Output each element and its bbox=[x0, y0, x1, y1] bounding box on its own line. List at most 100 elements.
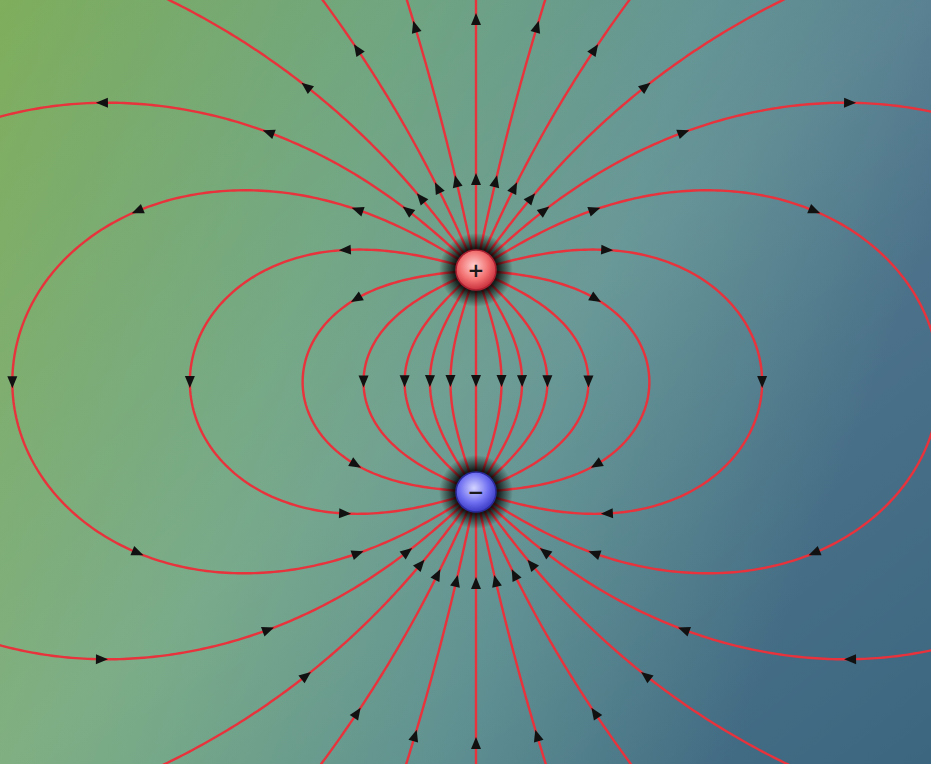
field-arrow bbox=[400, 375, 410, 387]
field-arrow bbox=[339, 245, 352, 256]
field-arrow bbox=[130, 546, 145, 560]
open-field-line bbox=[491, 506, 931, 659]
charge-halo bbox=[439, 455, 513, 529]
field-arrow bbox=[400, 203, 416, 218]
field-arrow bbox=[130, 204, 145, 218]
field-arrow bbox=[350, 203, 365, 216]
charge-body bbox=[456, 472, 496, 512]
field-arrow bbox=[844, 98, 856, 108]
open-field-line bbox=[480, 0, 564, 249]
field-arrow bbox=[339, 508, 351, 519]
open-field-line bbox=[488, 509, 931, 764]
open-field-line bbox=[0, 103, 461, 256]
field-arrow bbox=[351, 547, 366, 560]
field-arrow bbox=[587, 547, 602, 560]
field-arrow bbox=[583, 375, 593, 387]
field-arrow bbox=[359, 375, 369, 387]
field-arrow bbox=[587, 42, 602, 58]
charge-sign: + bbox=[468, 260, 485, 280]
field-line bbox=[496, 250, 762, 514]
field-arrow bbox=[507, 567, 521, 582]
open-field-line bbox=[0, 0, 464, 253]
field-line bbox=[430, 288, 465, 474]
field-line bbox=[12, 190, 458, 573]
field-arrow bbox=[542, 375, 552, 387]
field-line bbox=[487, 288, 522, 474]
open-field-line bbox=[475, 0, 477, 249]
field-arrow bbox=[261, 126, 276, 140]
field-line bbox=[482, 290, 501, 472]
field-line bbox=[497, 272, 649, 491]
open-field-line bbox=[275, 0, 468, 251]
open-field-line bbox=[491, 103, 931, 256]
field-arrow bbox=[350, 705, 365, 721]
field-arrow bbox=[413, 190, 428, 206]
positive-charge: + bbox=[455, 249, 497, 291]
field-arrow bbox=[587, 705, 602, 721]
field-arrow bbox=[676, 126, 691, 140]
field-arrow bbox=[531, 19, 544, 33]
field-arrow bbox=[844, 654, 856, 664]
field-line bbox=[450, 290, 469, 472]
field-arrow bbox=[185, 376, 195, 388]
field-line bbox=[491, 285, 547, 478]
field-line bbox=[495, 279, 588, 484]
field-arrow bbox=[757, 376, 767, 388]
field-arrow bbox=[450, 174, 462, 188]
open-field-line bbox=[485, 0, 678, 251]
field-arrow bbox=[298, 668, 314, 683]
open-field-line bbox=[387, 513, 471, 764]
field-arrow bbox=[298, 79, 314, 94]
field-arrow bbox=[638, 668, 654, 683]
open-field-line bbox=[475, 513, 477, 764]
closed-field-lines bbox=[12, 190, 931, 573]
field-arrow bbox=[587, 203, 602, 216]
charge-sign: − bbox=[468, 482, 485, 502]
field-arrow bbox=[471, 737, 481, 749]
field-arrow bbox=[425, 375, 435, 387]
field-arrow bbox=[531, 728, 544, 742]
field-arrow bbox=[408, 19, 421, 33]
field-arrow bbox=[588, 457, 603, 472]
field-line bbox=[494, 190, 931, 573]
field-arrows bbox=[7, 13, 856, 749]
open-field-line bbox=[387, 0, 471, 249]
field-arrow bbox=[350, 42, 365, 58]
field-line bbox=[364, 279, 457, 484]
field-line bbox=[405, 285, 461, 478]
charge-halo bbox=[439, 233, 513, 307]
field-arrow bbox=[348, 457, 363, 472]
field-arrow bbox=[489, 574, 501, 588]
field-arrow bbox=[601, 245, 614, 256]
field-arrow bbox=[807, 546, 822, 560]
field-arrow bbox=[430, 180, 444, 195]
field-arrow bbox=[445, 375, 455, 387]
field-arrow bbox=[537, 544, 553, 559]
field-arrow bbox=[96, 98, 108, 108]
open-field-line bbox=[0, 509, 464, 764]
field-arrow bbox=[430, 567, 444, 582]
charge-body bbox=[456, 250, 496, 290]
field-arrow bbox=[537, 203, 553, 218]
field-line bbox=[190, 250, 456, 514]
field-arrow bbox=[261, 623, 276, 637]
field-arrow bbox=[7, 376, 17, 388]
field-arrow bbox=[638, 79, 654, 94]
field-arrow bbox=[588, 292, 603, 307]
field-arrow bbox=[517, 375, 527, 387]
field-arrow bbox=[524, 190, 539, 206]
negative-charge: − bbox=[455, 471, 497, 513]
field-arrow bbox=[96, 654, 108, 664]
field-arrow bbox=[471, 375, 481, 387]
field-arrow bbox=[471, 13, 481, 25]
field-arrow bbox=[601, 508, 613, 519]
open-field-line bbox=[0, 506, 461, 659]
field-arrow bbox=[497, 375, 507, 387]
field-arrow bbox=[471, 577, 481, 589]
